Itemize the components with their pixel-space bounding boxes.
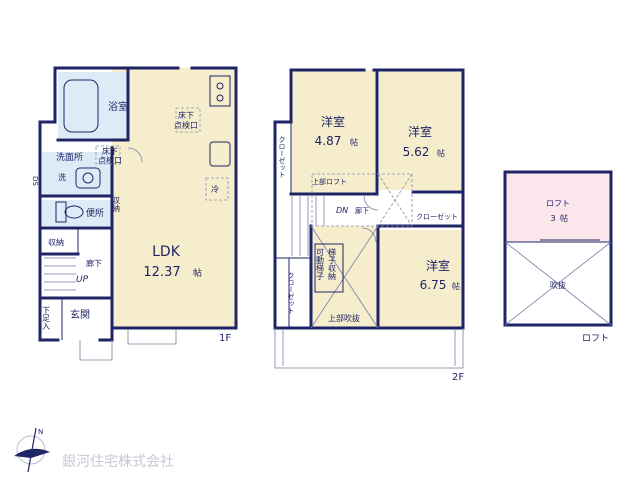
storage-small-label: 収納 [48,237,64,247]
balcony [274,328,464,369]
loft-area-name: ロフト [546,199,570,208]
void-above-label: 上部吹抜 [328,313,360,323]
underfloor-hatch-a-line1: 床下 [178,110,194,120]
stairs-1f [44,257,76,291]
window-bay [127,330,177,345]
dn-label: DN [336,206,348,215]
interior-walls-1f [40,194,114,300]
room3-name: 洋室 [426,258,450,273]
balcony-rails [282,330,456,366]
burner-icon [216,82,224,90]
south-entrance-wall [38,328,114,342]
compass-icon: N [14,427,50,473]
fridge-space [205,177,229,201]
loft-void-cross [504,241,612,326]
door-swing [127,147,143,163]
toilet-label: 便所 [86,207,104,219]
room1-size: 4.87 [315,134,342,148]
upper-loft-x [377,173,413,227]
upper-loft-label: 上部ロフト [312,177,347,186]
bathtub-icon [63,79,99,133]
room3-unit: 帖 [452,281,460,291]
ds-label: DS [31,176,39,186]
loft-area-unit: 帖 [560,213,568,223]
shoe-box-label: 下足入 [42,306,51,330]
loft-void-label: 吹抜 [550,280,566,290]
entrance-porch [79,340,113,361]
second-floor [273,68,465,369]
first-floor [38,66,238,361]
sink-icon [75,167,101,189]
burner-icon [216,94,224,102]
stairs-2f [291,196,325,256]
west-wall-2f [273,68,313,330]
underfloor-hatch-a [175,107,201,133]
bath-label: 浴室 [108,100,128,113]
upper-loft-outline [311,173,413,227]
company-name: 銀河住宅株式会社 [62,454,174,470]
underfloor-hatch-b [95,145,121,165]
ladder-label-1: 可動梯子 [316,248,325,280]
closet-walls-2f [275,122,311,328]
ladder-storage [314,243,344,293]
first-floor-label: 1F [219,333,231,344]
ladder-label-2: 梯子収納 [328,247,337,281]
sink-label: 洗 [58,172,66,182]
hall-2f-label: 廊下 [355,206,369,215]
door-swing-2f-b [361,227,377,243]
toilet-bowl-icon [64,205,84,219]
underfloor-hatch-b-line2: 点検口 [98,155,122,165]
room1-unit: 帖 [350,137,358,147]
hall-1f-label: 廊下 [86,258,102,268]
room1-floor [291,70,375,194]
west-wall [38,66,57,342]
up-label: UP [76,275,89,285]
basin-icon [82,172,94,184]
ldk-floor [112,68,236,328]
entrance-label: 玄関 [70,308,90,321]
svg-text:N: N [38,428,43,436]
room2-name: 洋室 [408,124,432,139]
loft-area-floor [505,172,611,242]
fridge-label: 冷 [211,184,219,194]
room1-name: 洋室 [321,114,345,129]
loft-area-size: 3 [550,214,555,223]
kitchen-sink-icon [209,141,231,167]
loft-floor-label: ロフト [582,334,609,344]
interior-thin-walls [61,228,79,340]
underfloor-hatch-b-line1: 床下 [102,146,118,156]
room3-size: 6.75 [420,278,447,292]
room2-unit: 帖 [437,148,445,158]
door-swing-2f [363,195,379,211]
room3-floor [378,230,462,328]
loft-floor [503,170,613,327]
washroom-label: 洗面所 [56,151,83,163]
room2-floor [379,70,463,190]
north-wall-2f [289,68,465,228]
stove-icon [209,75,231,107]
room2-size: 5.62 [403,145,430,159]
second-floor-label: 2F [452,372,464,383]
closet-b-label: クローゼット [416,212,458,221]
ldk-size: 12.37 [143,265,180,280]
toilet-floor [42,200,112,226]
toilet-tank-icon [55,201,67,223]
underfloor-hatch-a-line2: 点検口 [174,120,198,130]
closet-c-label: クローゼット [287,272,295,314]
ldk-outer-wall [53,66,238,330]
ldk-name: LDK [152,244,181,260]
void-cross [310,225,379,329]
storage-side-label: 収納 [112,195,121,213]
bath-floor [58,72,128,138]
ldk-unit: 帖 [193,267,202,279]
closet-a-label: クローゼット [278,136,286,178]
